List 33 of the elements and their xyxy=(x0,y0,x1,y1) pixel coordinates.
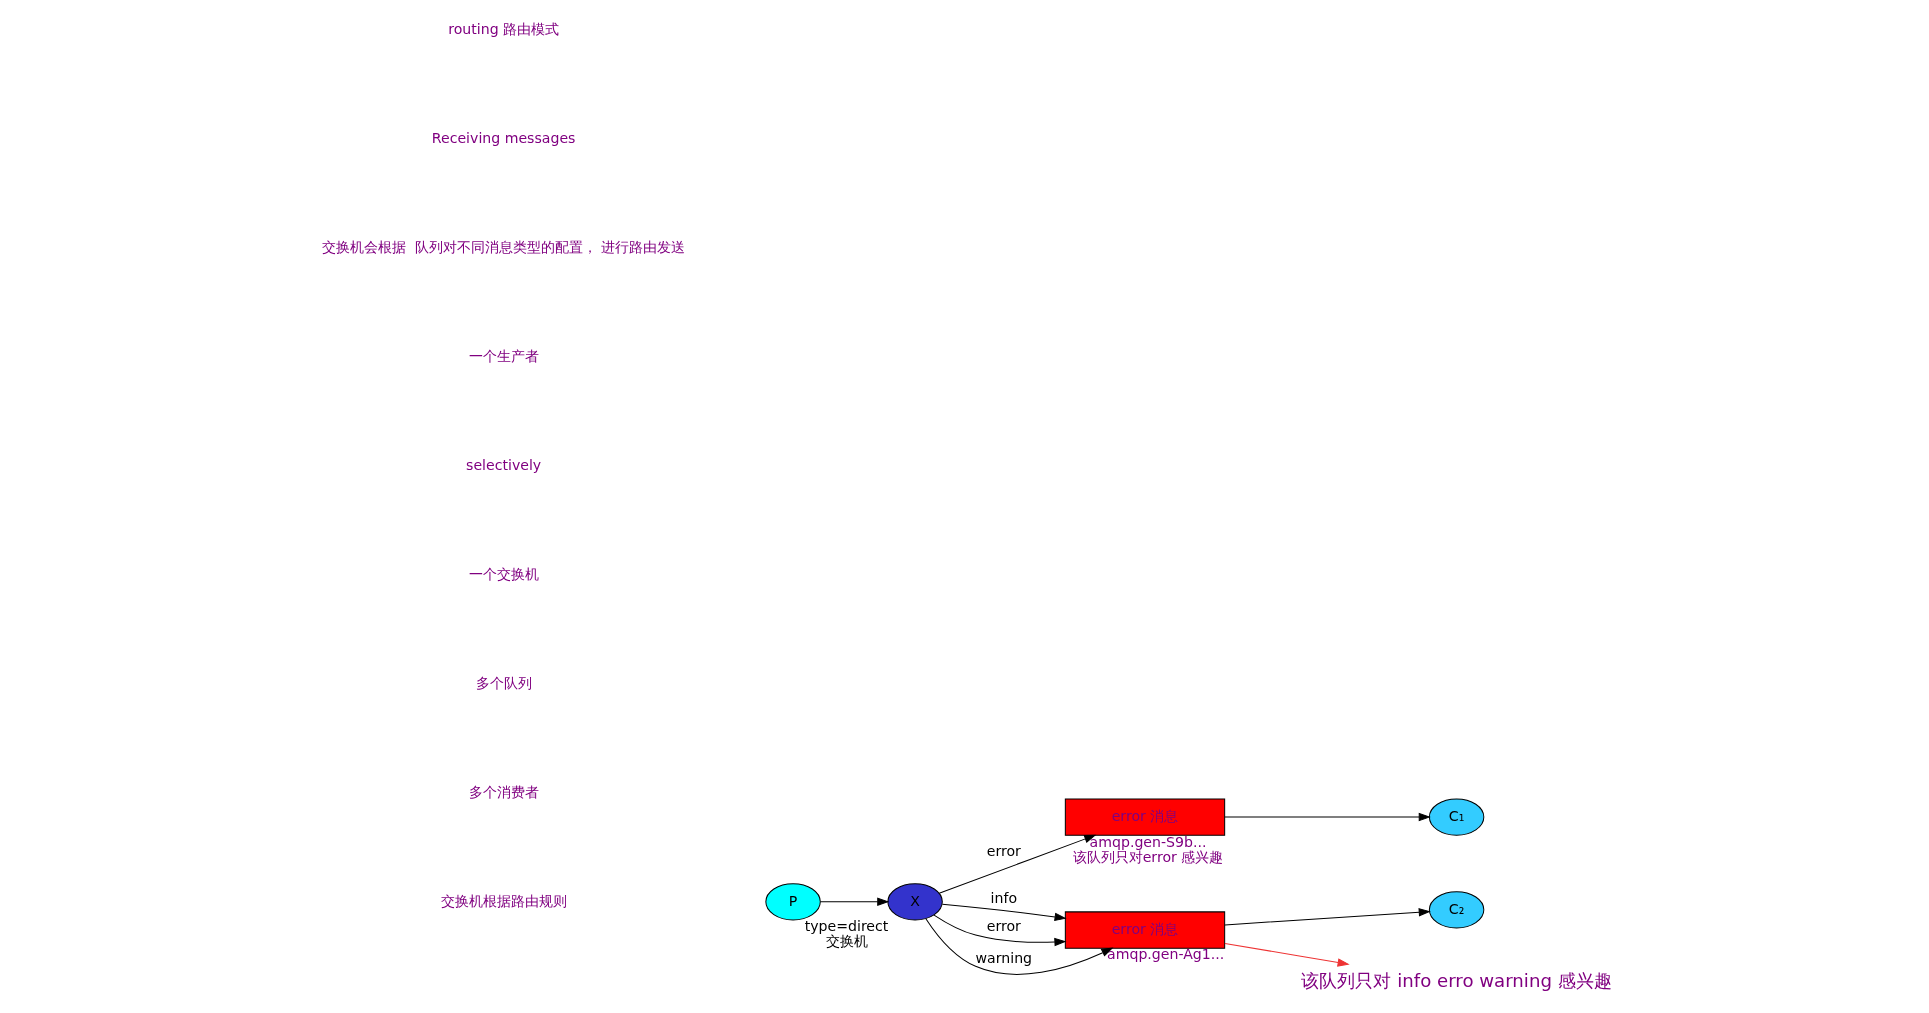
node-ellipse: C₂ xyxy=(1428,891,1484,929)
arrow xyxy=(1223,942,1350,967)
arrow xyxy=(819,897,889,907)
label: 交换机根据路由规则 xyxy=(440,892,567,909)
edge-label: info xyxy=(990,890,1017,906)
node-ellipse: X xyxy=(886,883,943,921)
edge-label: error xyxy=(986,918,1021,935)
node-label: amqp.gen-Ag1... xyxy=(1106,946,1224,963)
edge-label: warning xyxy=(975,949,1032,966)
node-ellipse: P xyxy=(764,883,821,921)
label: 一个生产者 xyxy=(468,347,539,364)
node-label: 交换机 xyxy=(825,933,868,950)
label: 多个消费者 xyxy=(468,783,539,800)
node-label: type=direct xyxy=(804,918,888,935)
arrow xyxy=(924,918,1113,975)
label: selectively xyxy=(465,456,541,473)
label: 多个队列 xyxy=(475,674,532,691)
arrow xyxy=(1223,908,1431,926)
label: Receiving messages xyxy=(431,130,575,147)
label: 交换机会根据 队列对不同消息类型的配置， 进行路由发送 xyxy=(321,239,685,256)
arrow xyxy=(938,834,1096,894)
arrow xyxy=(933,914,1066,947)
node-box: error 消息 xyxy=(1064,798,1225,836)
node-label: 该队列只对error 感兴趣 xyxy=(1072,848,1223,865)
node-text: 该队列只对 info erro warning 感兴趣 xyxy=(1301,969,1612,991)
arrow xyxy=(941,903,1067,922)
node-ellipse: C₁ xyxy=(1428,798,1484,836)
edge-label: error xyxy=(986,842,1021,859)
arrow xyxy=(1223,812,1431,822)
label: 一个交换机 xyxy=(468,565,539,582)
label: routing 路由模式 xyxy=(447,21,559,38)
node-box: error 消息 xyxy=(1064,911,1225,949)
node-label: amqp.gen-S9b... xyxy=(1089,833,1206,850)
